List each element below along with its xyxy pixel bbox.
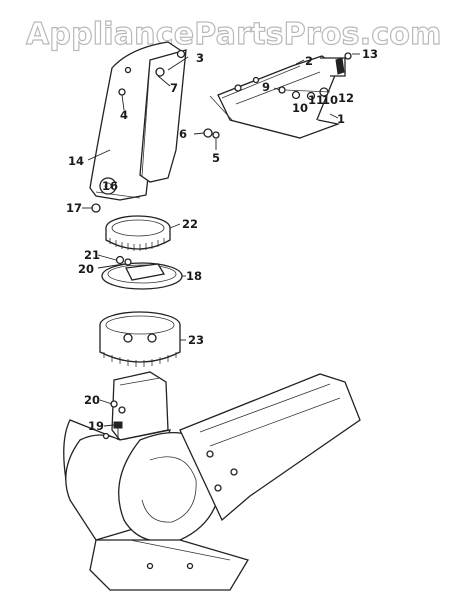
callout-16: 16 [102,179,118,193]
blower-housing [63,371,361,591]
callout-14: 14 [68,154,84,168]
callout-23: 23 [188,333,204,347]
callout-10b: 10 [322,93,338,107]
part-19-screw[interactable] [113,421,123,440]
part-14-upper-chute[interactable] [89,41,187,201]
callout-20b: 20 [84,393,100,407]
callout-11: 11 [308,93,324,107]
callout-7: 7 [170,81,178,95]
callout-13: 13 [362,47,378,61]
callout-5: 5 [212,151,220,165]
callout-3: 3 [196,51,204,65]
callout-10a: 10 [292,101,308,115]
deflector-hardware [203,52,352,139]
callout-19: 19 [88,419,104,433]
part-18-plate[interactable] [101,255,183,290]
callout-2: 2 [305,54,313,68]
part-22-ring[interactable] [105,215,171,251]
part-23-collar[interactable] [99,311,181,367]
callout-labels: 1 2 3 4 5 6 7 9 10 11 10 12 13 14 16 17 … [66,47,378,433]
part-17-nut[interactable] [91,203,101,213]
callout-9: 9 [262,80,270,94]
callout-18: 18 [186,269,202,283]
callout-4: 4 [120,108,128,122]
callout-20a: 20 [78,262,94,276]
callout-12: 12 [338,91,354,105]
callout-6: 6 [179,127,187,141]
watermark-text: AppliancePartsPros.com [26,17,442,52]
callout-17: 17 [66,201,82,215]
leader-lines [82,53,360,427]
callout-21: 21 [84,248,100,262]
callout-22: 22 [182,217,198,231]
part-1-deflector[interactable] [209,55,346,139]
callout-1: 1 [337,112,345,126]
